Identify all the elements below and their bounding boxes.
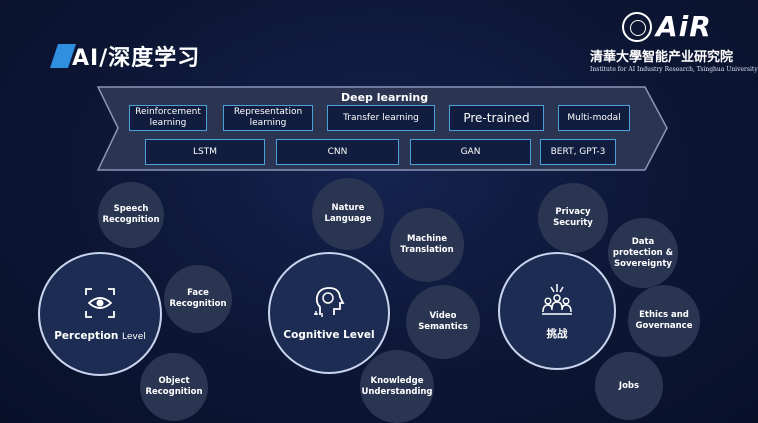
perception-level-label: Perception Level xyxy=(54,330,146,342)
box-pre-trained: Pre-trained xyxy=(449,105,544,131)
perception-label-main: Perception xyxy=(54,330,119,342)
head-brain-icon xyxy=(314,287,345,317)
title-accent-icon xyxy=(50,44,76,68)
box-lstm: LSTM xyxy=(145,139,265,165)
challenge-label: 挑战 xyxy=(546,327,568,340)
bubble-object-recognition: Object Recognition xyxy=(140,353,208,421)
box-transfer-learning: Transfer learning xyxy=(327,105,435,131)
cognitive-level-label: Cognitive Level xyxy=(283,329,375,341)
box-cnn: CNN xyxy=(276,139,399,165)
perception-level-circle: Perception Level xyxy=(38,252,162,376)
bubble-speech-recognition: Speech Recognition xyxy=(98,182,164,248)
people-group-icon xyxy=(542,283,572,315)
box-representation-learning: Representation learning xyxy=(223,105,313,131)
tsinghua-seal-icon xyxy=(622,12,652,42)
eye-scan-icon xyxy=(85,288,115,318)
bubble-jobs: Jobs xyxy=(595,352,663,420)
bubble-face-recognition: Face Recognition xyxy=(164,265,232,333)
bubble-data-protection: Data protection & Sovereignty xyxy=(608,218,678,288)
box-reinforcement-learning: Reinforcement learning xyxy=(129,105,207,131)
bubble-machine-translation: Machine Translation xyxy=(390,208,464,282)
perception-label-suffix: Level xyxy=(122,332,146,342)
cognitive-level-circle: Cognitive Level xyxy=(268,252,390,374)
bubble-knowledge-understanding: Knowledge Understanding xyxy=(360,350,434,423)
bubble-ethics-governance: Ethics and Governance xyxy=(628,285,700,357)
bubble-video-semantics: Video Semantics xyxy=(406,285,480,359)
page-title: AI/深度学习 xyxy=(72,46,201,71)
box-gan: GAN xyxy=(410,139,531,165)
box-multi-modal: Multi-modal xyxy=(558,105,630,131)
deep-learning-title: Deep learning xyxy=(341,91,429,104)
box-bert-gpt3: BERT, GPT-3 xyxy=(540,139,616,165)
air-logo: AiR xyxy=(656,10,712,43)
bubble-nature-language: Nature Language xyxy=(312,178,384,250)
institute-english-name: Institute for AI Industry Research, Tsin… xyxy=(590,66,758,73)
challenge-circle: 挑战 xyxy=(498,252,616,370)
bubble-privacy-security: Privacy Security xyxy=(538,183,608,253)
institute-chinese-name: 清華大學智能产业研究院 xyxy=(590,50,734,65)
